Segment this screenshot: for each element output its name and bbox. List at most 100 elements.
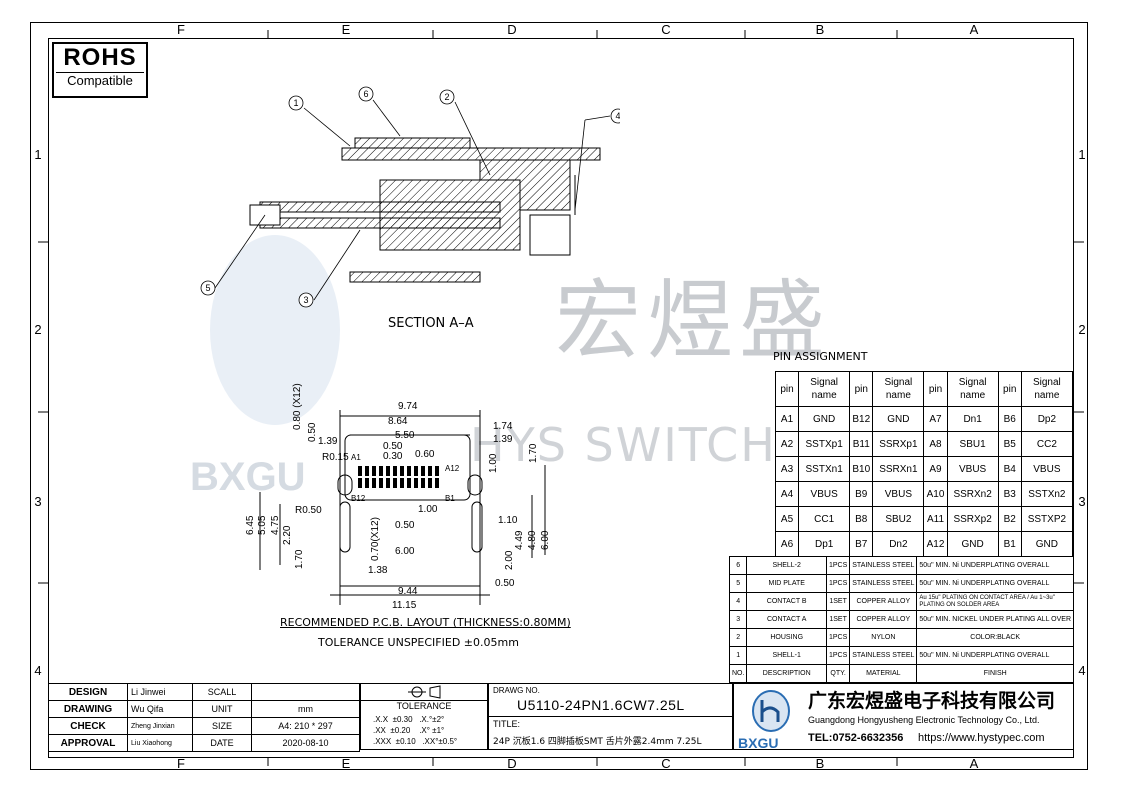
dim-r0-15: R0.15 (322, 452, 349, 463)
bom-desc: CONTACT B (746, 592, 827, 611)
zone-label-top: A (969, 22, 979, 37)
signal-header: Signal name (1020, 371, 1074, 407)
bom-finish: 50u" MIN. NICKEL UNDER PLATING ALL OVER (916, 610, 1074, 629)
pin-cell: B7 (849, 531, 874, 557)
design-label: DESIGN (48, 683, 128, 701)
zone-label-bottom: A (969, 756, 979, 771)
watermark-logo: BXGU (190, 235, 340, 499)
signal-cell: SBU1 (946, 431, 999, 457)
zone-label-left: 4 (34, 663, 42, 678)
pin-cell: B9 (849, 481, 874, 507)
layout-caption: RECOMMENDED P.C.B. LAYOUT (THICKNESS:0.8… (280, 616, 571, 629)
drawing-no-label: DRAWG NO. (493, 686, 540, 695)
design-name: Li Jinwei (127, 683, 193, 701)
bom-no: 1 (728, 646, 748, 665)
dim-9-74: 9.74 (398, 401, 418, 412)
size-label: SIZE (192, 717, 252, 735)
watermark-en: HYS SWITCH (470, 418, 777, 472)
shell-top (341, 147, 601, 161)
zone-label-right: 4 (1078, 663, 1086, 678)
zone-label-bottom: F (177, 756, 185, 771)
dim-4-75: 4.75 (270, 515, 281, 535)
signal-cell: SSRXn2 (946, 481, 999, 507)
tb-row: CHECK Zheng Jinxian SIZE A4: 210 * 297 (48, 717, 360, 735)
bom-no: 3 (728, 610, 748, 629)
section-label: SECTION A–A (388, 316, 474, 331)
bom-finish: 50u" MIN. Ni UNDERPLATING OVERALL (916, 574, 1074, 593)
signal-cell: Dn2 (872, 531, 925, 557)
pin-cell: A10 (923, 481, 948, 507)
pin-header-row: pin Signal name pin Signal name pin Sign… (774, 371, 1074, 407)
signal-cell: SSTXn1 (798, 456, 851, 482)
tolerance-caption: TOLERANCE UNSPECIFIED ±0.05mm (318, 636, 519, 649)
company-logo-icon: BXGU (738, 690, 790, 750)
signal-cell: Dp1 (798, 531, 851, 557)
watermark-cn: 宏煜盛 (555, 271, 831, 371)
drawing-title: 24P 沉板1.6 四脚插板SMT 舌片外露2.4mm 7.25L (493, 737, 702, 747)
pin-cell: A3 (774, 456, 800, 482)
bom-desc: SHELL-2 (746, 556, 827, 575)
housing (379, 179, 521, 251)
dim-5-50: 5.50 (395, 430, 415, 441)
outer-frame (30, 22, 1088, 770)
company-tel: TEL:0752-6632356 (808, 732, 904, 744)
signal-cell: Dp2 (1020, 406, 1074, 432)
company-url[interactable]: https://www.hystypec.com (918, 732, 1045, 744)
pin-cell: B1 (997, 531, 1022, 557)
rohs-badge: ROHS Compatible (52, 42, 148, 98)
bom-qty: 1SET (825, 610, 851, 629)
dim-1-70-right: 1.70 (528, 443, 539, 463)
dim-9-44: 9.44 (398, 586, 418, 597)
bom-no: 5 (728, 574, 748, 593)
bom-header: FINISH (916, 664, 1074, 683)
dim-r0-50: R0.50 (295, 505, 322, 516)
dim-1-00-right: 1.00 (488, 453, 499, 473)
pin-assignment-table: pin Signal name pin Signal name pin Sign… (774, 371, 1074, 557)
unit-label: UNIT (192, 700, 252, 718)
bom-finish: 50u" MIN. Ni UNDERPLATING OVERALL (916, 646, 1074, 665)
pin-cell: B6 (997, 406, 1022, 432)
dim-0-50: 0.50 (383, 441, 403, 452)
dim-8-64: 8.64 (388, 416, 408, 427)
signal-cell: SBU2 (872, 506, 925, 532)
zone-label-top: B (815, 22, 825, 37)
drawing-info-block: DRAWG NO. U5110-24PN1.6CW7.25L TITLE: 24… (488, 683, 733, 750)
callout-2: 2 (444, 92, 449, 102)
pin-cell: A12 (923, 531, 948, 557)
check-name: Zheng Jinxian (127, 717, 193, 735)
title-label: TITLE: (493, 719, 521, 729)
pin-cell: B11 (849, 431, 874, 457)
dim-6-00-right: 6.00 (540, 530, 551, 550)
dim-5-05: 5.05 (257, 515, 268, 535)
zone-label-top: C (661, 22, 671, 37)
bom-desc: HOUSING (746, 628, 827, 647)
bom-no: 4 (728, 592, 748, 611)
drawing-label: DRAWING (48, 700, 128, 718)
pin-label-b12: B12 (351, 494, 366, 503)
dim-0-70-x12: 0.70(X12) (370, 517, 381, 561)
tb-row: DRAWING Wu Qifa UNIT mm (48, 700, 360, 718)
bom-material: STAINLESS STEEL (849, 556, 918, 575)
pin-cell: A6 (774, 531, 800, 557)
signal-cell: GND (946, 531, 999, 557)
callout-4: 4 (615, 111, 620, 121)
signal-cell: SSTXp1 (798, 431, 851, 457)
tolerance-line: .X.X ±0.30 .X.°±2° (373, 715, 445, 724)
dim-0-50-left: 0.50 (307, 422, 318, 442)
bom-finish: Au 15u" PLATING ON CONTACT AREA / Au 1~3… (916, 592, 1074, 611)
zone-label-bottom: C (661, 756, 671, 771)
check-label: CHECK (48, 717, 128, 735)
dim-6-45: 6.45 (245, 515, 256, 535)
dim-1-10: 1.10 (498, 515, 518, 526)
pin-header: pin (774, 371, 800, 407)
pin-label-a12: A12 (445, 464, 460, 473)
signal-cell: VBUS (1020, 456, 1074, 482)
bom-qty: 1PCS (825, 628, 851, 647)
signal-header: Signal name (798, 371, 851, 407)
signal-cell: GND (872, 406, 925, 432)
signal-cell: VBUS (946, 456, 999, 482)
